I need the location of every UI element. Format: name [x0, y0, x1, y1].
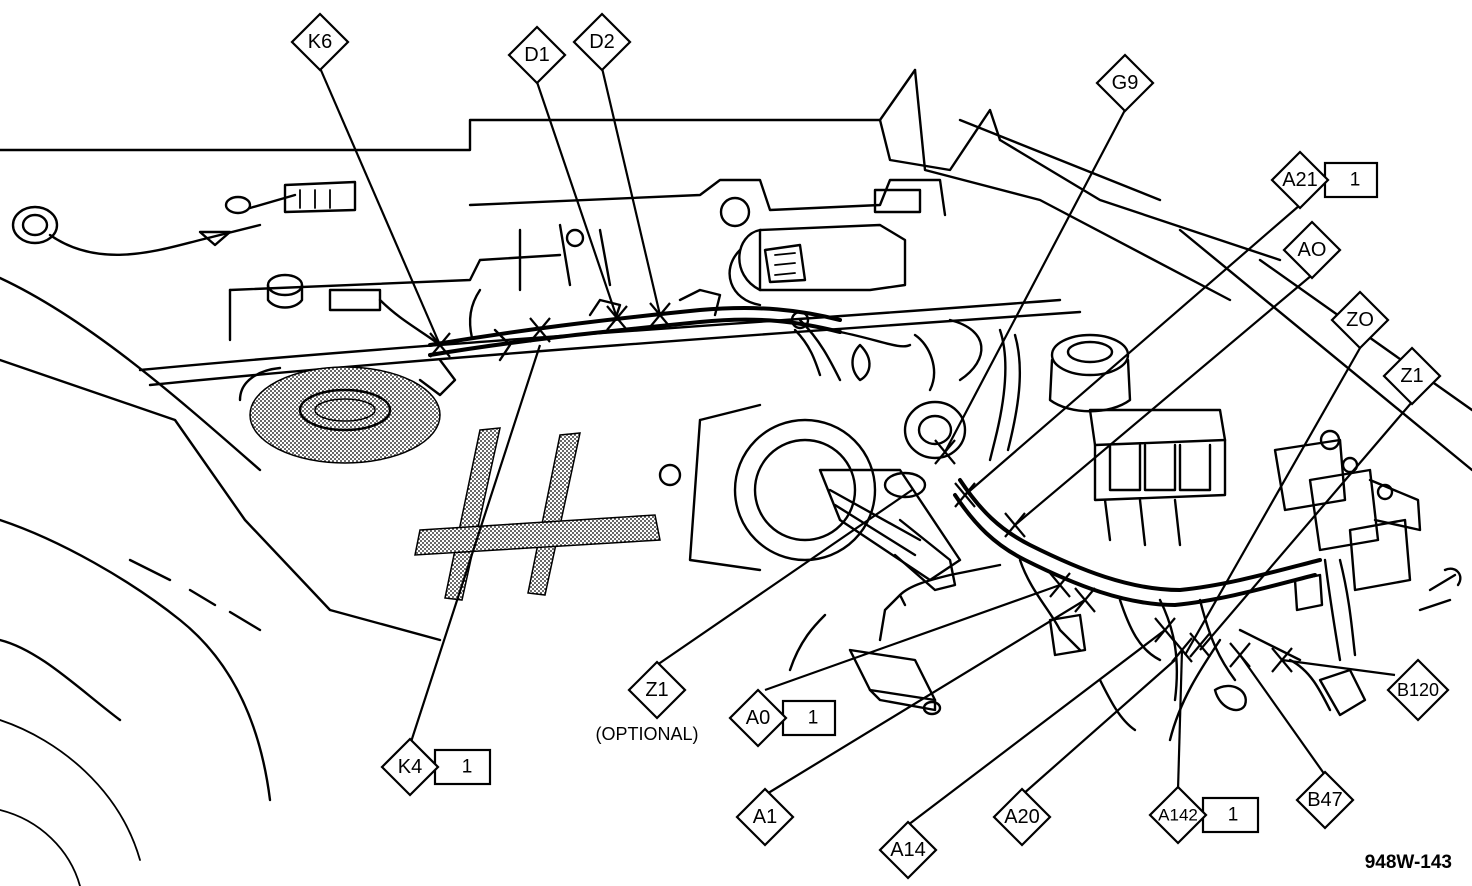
leader-z0 [1184, 347, 1361, 656]
x-mark [1154, 617, 1176, 643]
leader-a0-top [1014, 274, 1313, 526]
callout-label: AO [1298, 239, 1327, 261]
figure-id: 948W-143 [1365, 852, 1452, 873]
callout-label: D2 [589, 31, 615, 53]
callout-label: A14 [890, 839, 926, 861]
leader-a20 [1021, 659, 1176, 796]
callout-label: A21 [1282, 169, 1318, 191]
leader-lines [318, 67, 1413, 826]
x-mark [1074, 587, 1096, 613]
leader-b120 [1281, 658, 1396, 677]
callout-a14: A14 [878, 820, 938, 880]
x-mark [429, 332, 451, 358]
leader-d2 [600, 67, 662, 316]
callout-label: B47 [1307, 789, 1343, 811]
leader-d1 [535, 81, 619, 319]
callout-label: A0 [746, 707, 770, 729]
callout-label: D1 [524, 44, 550, 66]
callout-d2: D2 [572, 12, 632, 72]
leader-z1-right [1199, 401, 1413, 651]
x-mark [1229, 642, 1251, 668]
callout-g9: G9 [1095, 53, 1155, 113]
callout-k4: K4 1 [380, 737, 492, 797]
leader-b47 [1239, 654, 1326, 776]
callout-number: 1 [462, 757, 473, 778]
x-mark [1189, 632, 1211, 658]
engine-bay-illustration [0, 68, 1472, 886]
callout-z1-right: Z1 [1382, 346, 1442, 406]
callout-b120: B120 [1386, 658, 1450, 722]
x-mark [1004, 512, 1026, 538]
callout-a1: A1 [735, 787, 795, 847]
callout-label: K6 [308, 31, 332, 53]
callout-a0-top: AO [1282, 220, 1342, 280]
callout-label: A20 [1004, 806, 1040, 828]
callout-label: ZO [1346, 309, 1374, 331]
callout-label: A1 [753, 806, 777, 828]
callout-label: Z1 [1400, 365, 1423, 387]
x-mark [606, 305, 628, 331]
x-mark [1171, 637, 1193, 663]
callout-number: 1 [808, 708, 819, 729]
callout-d1: D1 [507, 25, 567, 85]
x-mark [1049, 572, 1071, 598]
callout-z0: ZO [1330, 290, 1390, 350]
callout-a142: A142 1 [1148, 785, 1260, 845]
leader-a0-bottom [764, 583, 1061, 692]
callout-label: K4 [398, 756, 422, 778]
connector-marks [429, 302, 1293, 673]
callout-label: B120 [1397, 680, 1439, 700]
x-mark [954, 482, 976, 508]
leader-a142 [1176, 649, 1184, 791]
leader-k4 [408, 344, 542, 746]
x-mark [1271, 647, 1293, 673]
callout-number: 1 [1350, 170, 1361, 191]
leader-a14 [907, 629, 1166, 826]
callout-b47: B47 [1295, 770, 1355, 830]
callout-a0-bottom: A0 1 [728, 688, 837, 748]
callout-k6: K6 [290, 12, 350, 72]
leader-a21 [964, 204, 1301, 496]
callout-label: Z1 [645, 679, 668, 701]
callout-a21: A21 1 [1270, 150, 1379, 210]
callout-note: (OPTIONAL) [595, 724, 698, 744]
x-mark [649, 302, 671, 328]
callout-label: G9 [1112, 72, 1139, 94]
callout-a20: A20 [992, 787, 1052, 847]
x-mark [529, 317, 551, 343]
x-mark [934, 439, 956, 465]
leader-g9 [944, 109, 1126, 453]
callout-number: 1 [1228, 805, 1239, 826]
leader-z1-optional [656, 489, 913, 666]
leader-a1 [764, 599, 1086, 796]
callout-label: A142 [1158, 806, 1198, 825]
callout-z1-optional: Z1 (OPTIONAL) [595, 660, 699, 744]
leader-k6 [318, 67, 442, 346]
